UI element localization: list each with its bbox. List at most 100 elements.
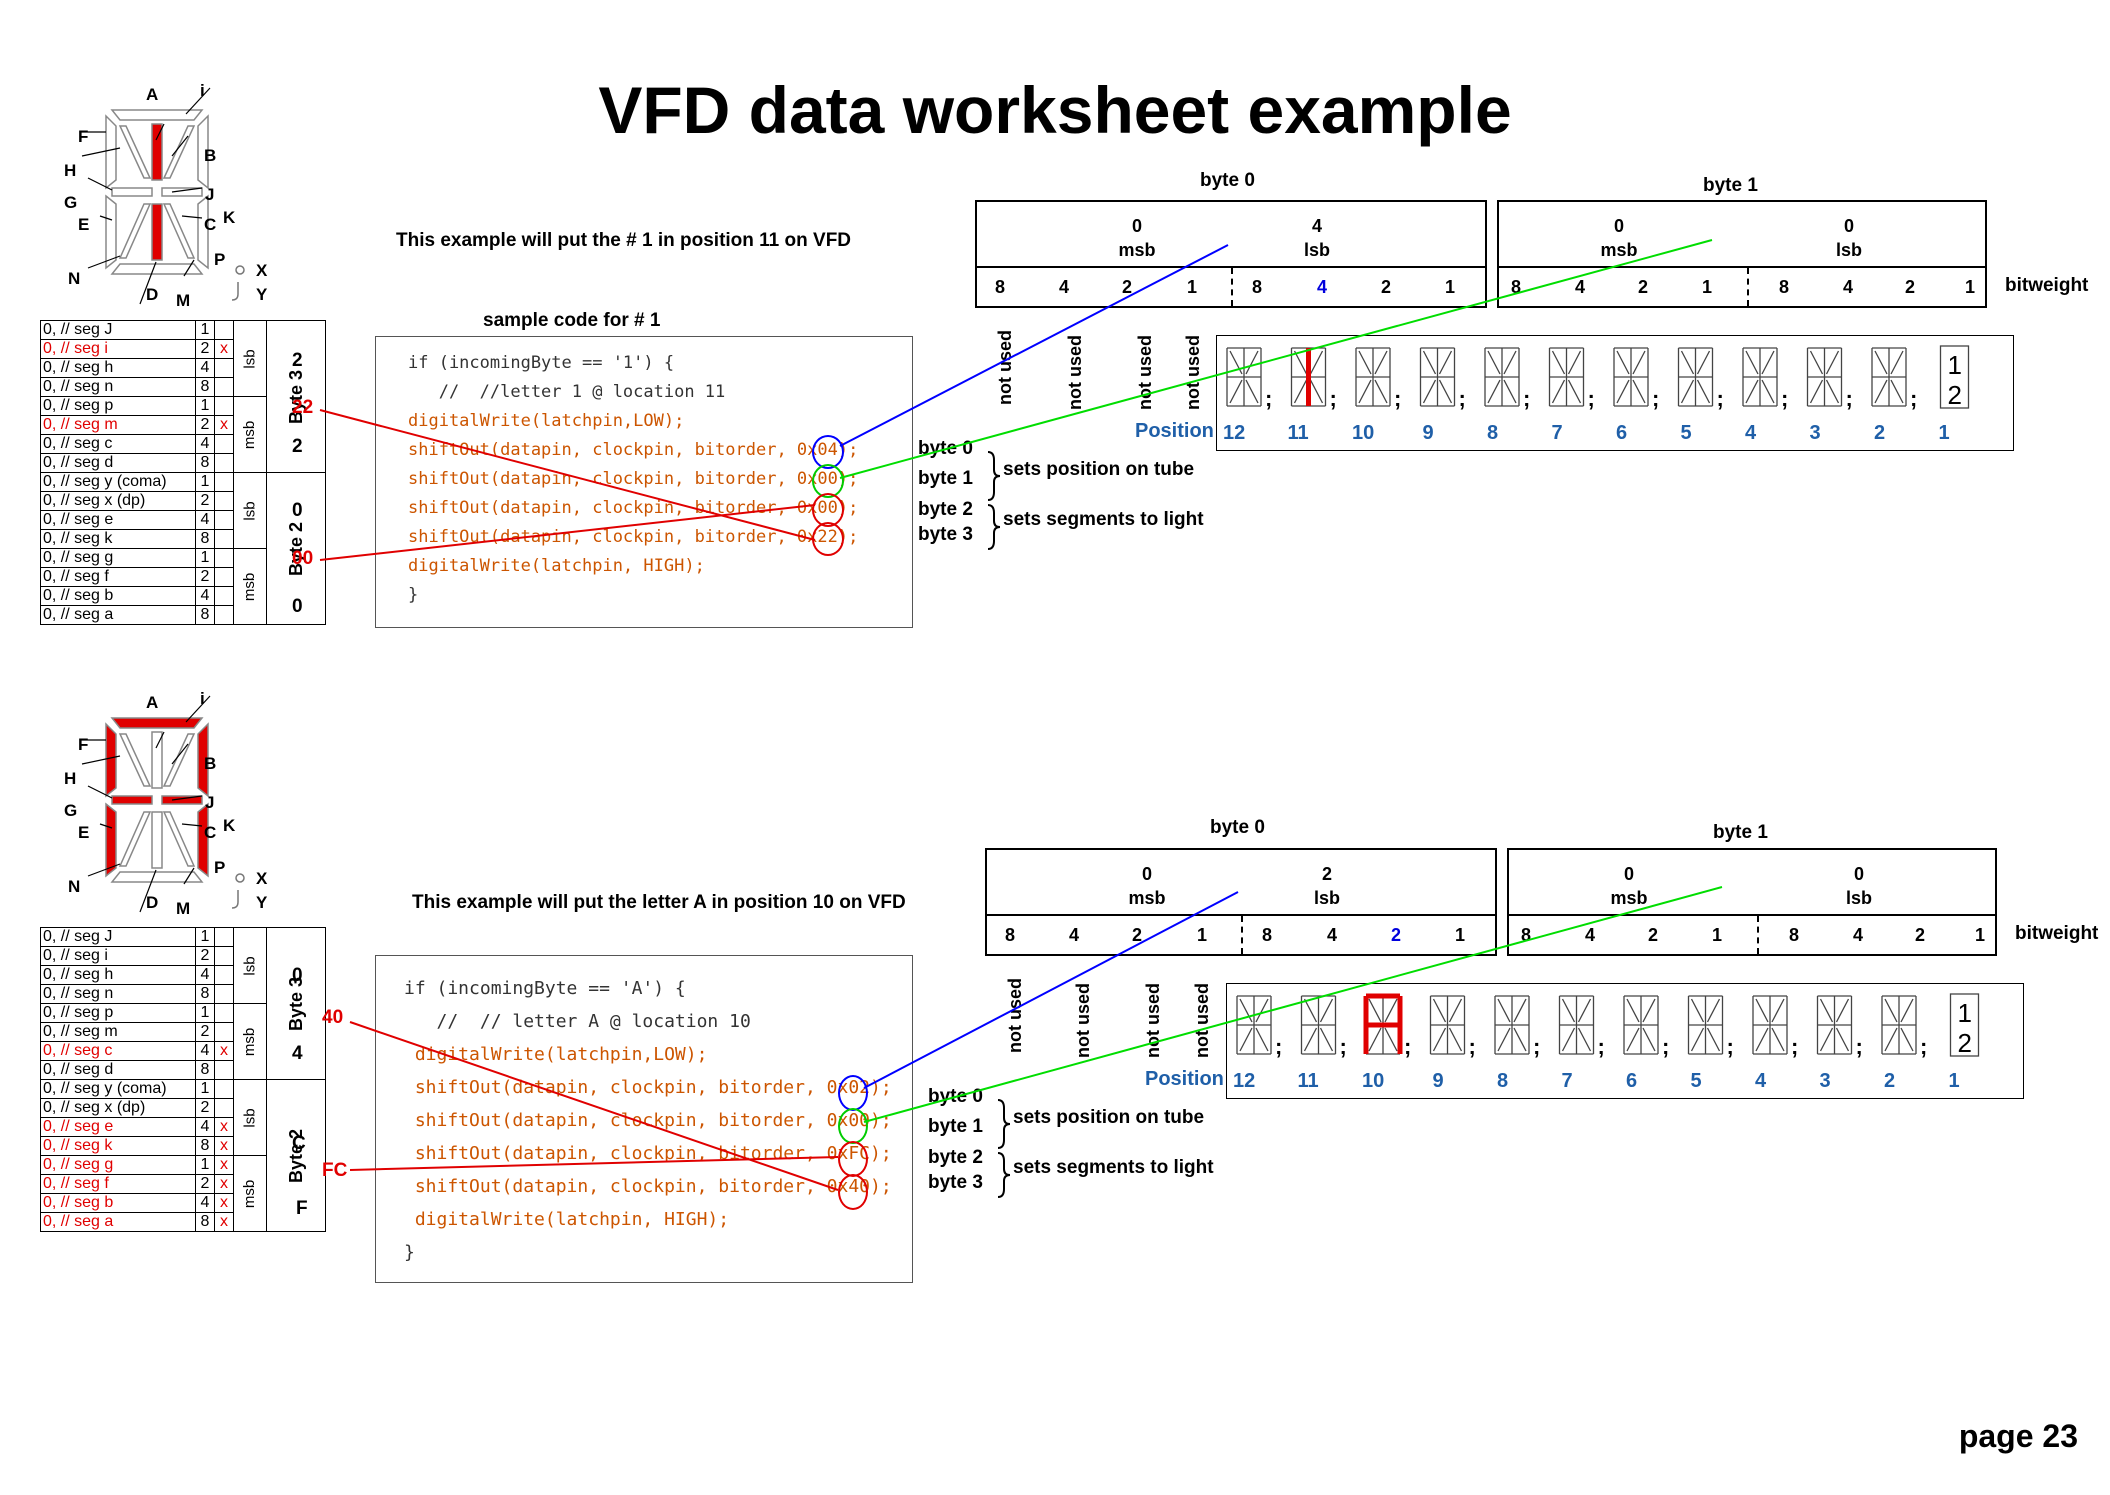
segment-on-mark xyxy=(214,1060,234,1080)
sets-segments-note: sets segments to light xyxy=(1003,509,1204,530)
segment-g xyxy=(111,187,153,197)
sets-position-note: sets position on tube xyxy=(1003,459,1195,480)
svg-text:;: ; xyxy=(1265,386,1272,411)
nibble-label: lsb xyxy=(232,472,268,549)
byte-note: byte 1 xyxy=(928,1116,983,1137)
segment-weight: 4 xyxy=(195,510,215,530)
nibble-value: 2 xyxy=(292,436,303,457)
lsb-label: lsb xyxy=(1845,888,1872,908)
not-used-label: not used xyxy=(995,330,1015,405)
not-used-label: not used xyxy=(1005,978,1025,1053)
not-used-label: not used xyxy=(1073,983,1093,1058)
segment-weight: 1 xyxy=(195,1079,215,1099)
segment-weight: 4 xyxy=(195,434,215,454)
nibble-label: msb xyxy=(232,1155,268,1232)
vfd-digit: 12 xyxy=(1949,993,1980,1058)
svg-text:;: ; xyxy=(1588,386,1595,411)
segment-weight: 8 xyxy=(195,984,215,1004)
svg-text:;: ; xyxy=(1920,1034,1927,1059)
code-line: shiftOut(datapin, clockpin, bitorder, 0x… xyxy=(404,1077,892,1098)
vfd-digit: ; xyxy=(1871,347,1917,411)
svg-text:1: 1 xyxy=(1948,350,1962,380)
segment-on-mark xyxy=(214,453,234,473)
segment-on-mark xyxy=(214,396,234,416)
nibble-label: lsb xyxy=(232,1079,268,1156)
position-number: 10 xyxy=(1352,422,1375,444)
segment-letter: i xyxy=(200,689,205,708)
bit-weight: 8 xyxy=(1789,925,1800,945)
lsb-label: lsb xyxy=(1313,888,1340,908)
segment-letter: P xyxy=(214,250,225,269)
segment-on-mark xyxy=(214,1079,234,1099)
segment-weight: 4 xyxy=(195,965,215,985)
position-number: 1 xyxy=(1938,422,1950,444)
code-line: digitalWrite(latchpin, HIGH); xyxy=(404,1209,730,1230)
byte-low-nibble: 0 xyxy=(1853,864,1864,884)
nibble-label: msb xyxy=(232,396,268,473)
byte1-caption: byte 1 xyxy=(1703,175,1758,196)
svg-text:;: ; xyxy=(1598,1034,1605,1059)
bit-weight: 4 xyxy=(1327,925,1338,945)
position-number: 5 xyxy=(1680,422,1692,444)
vfd-digit: ; xyxy=(1236,995,1282,1059)
segment-on-mark: x xyxy=(214,1212,234,1232)
bit-weight: 8 xyxy=(1779,277,1790,297)
segment-on-mark xyxy=(214,320,234,340)
not-used-label: not used xyxy=(1065,335,1085,410)
segment-name: 0, // seg x (dp) xyxy=(40,1098,196,1118)
code-line: } xyxy=(404,1242,415,1263)
vfd-digit: ; xyxy=(1290,347,1337,411)
nibble-label: msb xyxy=(232,548,268,625)
segment-letter: C xyxy=(204,215,216,234)
segment-on-mark: x xyxy=(214,1136,234,1156)
dp-indicator xyxy=(235,265,245,275)
bit-weight: 2 xyxy=(1638,277,1649,297)
svg-text:;: ; xyxy=(1856,1034,1863,1059)
bit-weight: 1 xyxy=(1712,925,1723,945)
segment-k xyxy=(161,187,203,197)
segment-weight: 1 xyxy=(195,396,215,416)
segment-e xyxy=(105,802,117,878)
segment-on-mark: x xyxy=(214,1155,234,1175)
segment-letter: Y xyxy=(256,893,268,912)
segment-weight: 2 xyxy=(195,491,215,511)
segment-c xyxy=(197,194,209,270)
bit-weight: 1 xyxy=(1965,277,1976,297)
nibble-value: C xyxy=(292,1133,306,1154)
segment-on-mark xyxy=(214,358,234,378)
svg-text:;: ; xyxy=(1791,1034,1798,1059)
bit-weight: 2 xyxy=(1915,925,1926,945)
svg-text:;: ; xyxy=(1275,1034,1282,1059)
segment-f xyxy=(105,722,117,798)
segment-name: 0, // seg i xyxy=(40,339,196,359)
byte0-caption: byte 0 xyxy=(1210,817,1265,838)
nibble-value: 0 xyxy=(292,500,303,521)
position-number: 7 xyxy=(1561,1070,1573,1092)
not-used-label: not used xyxy=(1192,983,1212,1058)
vfd-digits: ;;;;;;;;;;;12 xyxy=(1226,345,1970,411)
msb-label: msb xyxy=(1128,888,1166,908)
position-number: 8 xyxy=(1487,422,1499,444)
vfd-digit: ; xyxy=(1677,347,1724,411)
segment-letter: H xyxy=(64,161,76,180)
segment-weight: 4 xyxy=(195,1193,215,1213)
svg-text:;: ; xyxy=(1469,1034,1476,1059)
example-1-description: This example will put the # 1 in positio… xyxy=(396,230,852,251)
position-number: 4 xyxy=(1745,422,1757,444)
code-line: digitalWrite(latchpin, HIGH); xyxy=(408,556,705,576)
segment-letter: M xyxy=(176,899,190,918)
code-line: if (incomingByte == 'A') { xyxy=(404,978,686,999)
nibble-value: F xyxy=(296,1198,308,1219)
vfd-digit: ; xyxy=(1484,347,1530,411)
segment-c xyxy=(197,802,209,878)
byte-label: Byte 3 xyxy=(266,320,327,473)
segment-on-mark xyxy=(214,491,234,511)
position-number: 4 xyxy=(1755,1070,1767,1092)
